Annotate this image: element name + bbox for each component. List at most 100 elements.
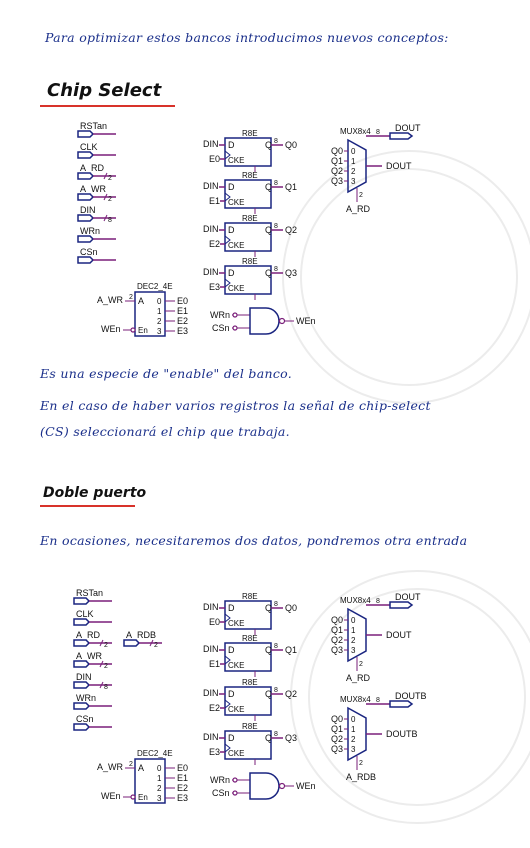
input-port-label: A_RD bbox=[80, 163, 105, 173]
register-enable-label: E1 bbox=[209, 196, 220, 206]
mux-select-label: A_RDB bbox=[346, 772, 376, 782]
input-port-label: WRn bbox=[80, 226, 100, 236]
input-port-label: RSTan bbox=[80, 121, 107, 131]
chip-select-title: Chip Select bbox=[47, 80, 162, 101]
decoder-output-label: E3 bbox=[177, 793, 188, 803]
register-q-pin: Q bbox=[265, 182, 272, 192]
register-q-pin: Q bbox=[265, 140, 272, 150]
bus-width-label: 2 bbox=[129, 761, 133, 768]
inversion-bubble bbox=[278, 317, 286, 325]
bus-width-label: 2 bbox=[108, 175, 112, 182]
decoder-output-number: 3 bbox=[157, 327, 162, 336]
register-din-label: DIN bbox=[203, 267, 219, 277]
nand-gate-body bbox=[249, 772, 280, 800]
register-box bbox=[224, 179, 272, 209]
register-type-label: R8E bbox=[242, 171, 258, 180]
register-box bbox=[224, 222, 272, 252]
register-enable-label: E1 bbox=[209, 659, 220, 669]
mux-input-label: Q1 bbox=[331, 625, 343, 635]
decoder-output-number: 2 bbox=[157, 784, 162, 793]
decoder-output-number: 3 bbox=[157, 794, 162, 803]
input-port-label: A_RDB bbox=[126, 630, 156, 640]
register-din-label: DIN bbox=[203, 644, 219, 654]
mux-input-label: Q2 bbox=[331, 635, 343, 645]
watermark-seal bbox=[290, 570, 530, 824]
bus-width-label: 2 bbox=[129, 294, 133, 301]
mux-input-number: 3 bbox=[351, 177, 356, 186]
mux-select-label: A_RD bbox=[346, 673, 371, 683]
register-enable-label: E3 bbox=[209, 282, 220, 292]
mux-input-label: Q3 bbox=[331, 176, 343, 186]
bus-slash bbox=[99, 660, 104, 668]
decoder-output-label: E1 bbox=[177, 773, 188, 783]
gate-input-label: CSn bbox=[212, 788, 230, 798]
decoder-output-label: E1 bbox=[177, 306, 188, 316]
register-box bbox=[224, 600, 272, 630]
mux-body bbox=[347, 607, 367, 663]
register-d-pin: D bbox=[228, 182, 235, 192]
inversion-bubble bbox=[278, 782, 286, 790]
cs-note-2b: (CS) seleccionará el chip que trabaja. bbox=[40, 424, 290, 439]
dp-note: En ocasiones, necesitaremos dos datos, p… bbox=[40, 533, 468, 548]
chip-select-underline bbox=[40, 105, 175, 107]
register-din-label: DIN bbox=[203, 224, 219, 234]
input-port-arrow bbox=[77, 151, 95, 159]
register-q-label: Q3 bbox=[285, 268, 297, 278]
mux-input-number: 1 bbox=[351, 725, 356, 734]
mux-input-number: 0 bbox=[351, 616, 356, 625]
bus-slash bbox=[103, 214, 108, 222]
register-q-label: Q2 bbox=[285, 689, 297, 699]
input-port-label: CLK bbox=[80, 142, 98, 152]
inversion-bubble bbox=[232, 790, 238, 796]
mux-input-number: 2 bbox=[351, 735, 356, 744]
bus-slash bbox=[149, 639, 154, 647]
mux-input-label: Q1 bbox=[331, 156, 343, 166]
register-type-label: R8E bbox=[242, 214, 258, 223]
bus-width-label: 8 bbox=[376, 697, 380, 704]
double-port-title: Doble puerto bbox=[43, 485, 147, 501]
cs-note-2a: En el caso de haber varios registros la … bbox=[40, 398, 431, 413]
register-q-label: Q1 bbox=[285, 645, 297, 655]
decoder-output-label: E0 bbox=[177, 763, 188, 773]
clock-triangle bbox=[224, 278, 231, 288]
mux-output-label: DOUT bbox=[386, 630, 412, 640]
mux-body bbox=[347, 138, 367, 194]
register-din-label: DIN bbox=[203, 139, 219, 149]
clock-triangle bbox=[224, 743, 231, 753]
mux-input-label: Q3 bbox=[331, 744, 343, 754]
register-q-pin: Q bbox=[265, 645, 272, 655]
watermark-seal bbox=[300, 168, 518, 386]
bus-width-label: 2 bbox=[104, 642, 108, 649]
register-type-label: R8E bbox=[242, 129, 258, 138]
register-q-pin: Q bbox=[265, 689, 272, 699]
register-q-label: Q1 bbox=[285, 182, 297, 192]
inversion-bubble bbox=[232, 325, 238, 331]
mux-type-label: MUX8x4 bbox=[340, 127, 371, 136]
register-cke-pin: CKE bbox=[228, 241, 244, 250]
mux-input-number: 3 bbox=[351, 745, 356, 754]
input-port-arrow bbox=[73, 681, 91, 689]
bus-width-label: 8 bbox=[376, 598, 380, 605]
clock-triangle bbox=[224, 613, 231, 623]
decoder-box bbox=[134, 291, 166, 337]
input-port-label: CSn bbox=[80, 247, 98, 257]
input-port-label: A_WR bbox=[80, 184, 107, 194]
register-enable-label: E2 bbox=[209, 239, 220, 249]
register-din-label: DIN bbox=[203, 181, 219, 191]
register-type-label: R8E bbox=[242, 634, 258, 643]
bus-width-label: 8 bbox=[274, 601, 278, 608]
mux-input-label: Q0 bbox=[331, 615, 343, 625]
decoder-output-number: 0 bbox=[157, 764, 162, 773]
decoder-a-input-label: A_WR bbox=[97, 762, 124, 772]
register-enable-label: E3 bbox=[209, 747, 220, 757]
register-enable-label: E2 bbox=[209, 703, 220, 713]
register-din-label: DIN bbox=[203, 602, 219, 612]
output-port-label: DOUTB bbox=[395, 691, 427, 701]
register-box bbox=[224, 730, 272, 760]
register-q-pin: Q bbox=[265, 733, 272, 743]
bus-slash bbox=[103, 193, 108, 201]
decoder-type-label: DEC2_4E bbox=[137, 749, 173, 758]
register-q-label: Q2 bbox=[285, 225, 297, 235]
gate-input-label: WRn bbox=[210, 310, 230, 320]
mux-input-label: Q2 bbox=[331, 166, 343, 176]
